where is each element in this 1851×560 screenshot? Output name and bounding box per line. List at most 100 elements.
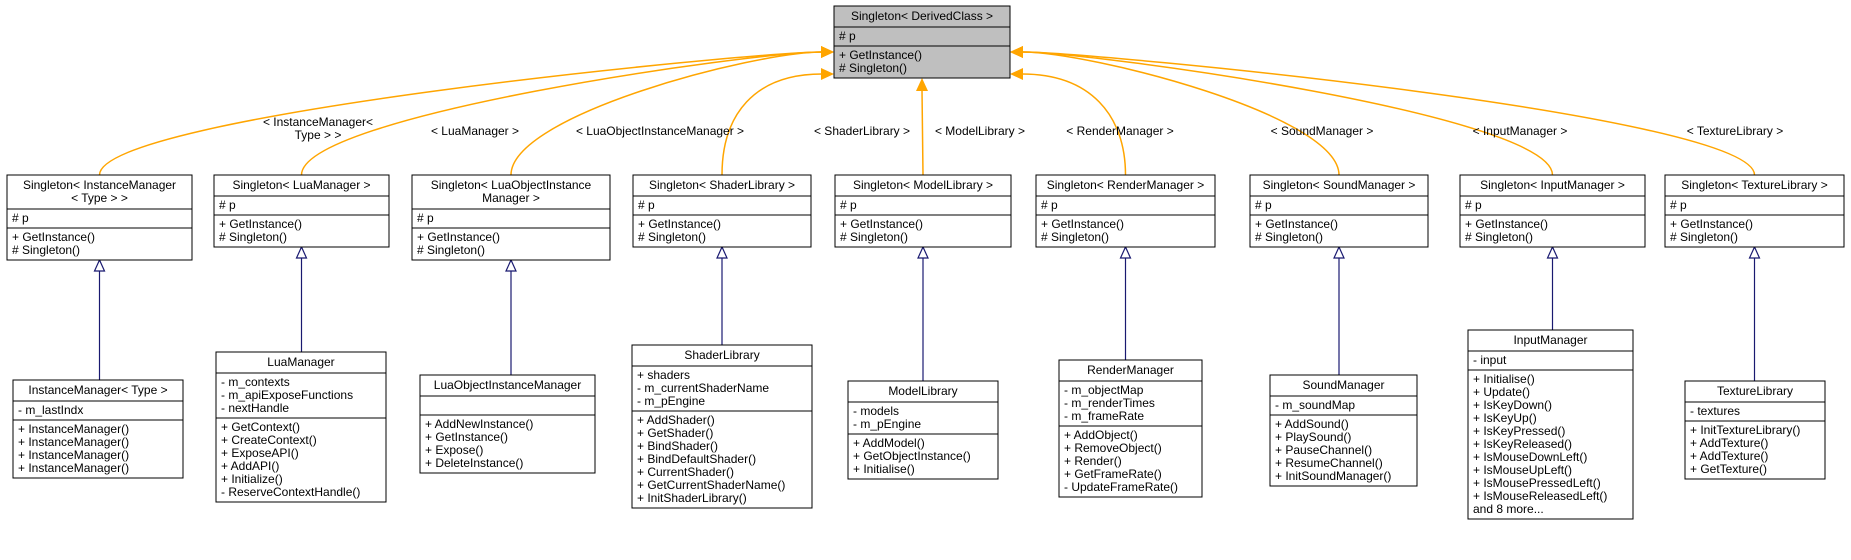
class-box-rendermanager[interactable]: RenderManager- m_objectMap- m_renderTime…	[1058, 359, 1203, 498]
class-title: LuaObjectInstanceManager	[434, 378, 581, 392]
class-box-texturelibrary[interactable]: TextureLibrary- textures+ InitTextureLib…	[1684, 380, 1826, 480]
realization-arrowhead	[1119, 245, 1132, 259]
inheritance-arrowhead	[821, 68, 834, 80]
class-box-frame	[833, 5, 1011, 79]
class-method: # Singleton()	[638, 230, 706, 244]
class-attribute: # p	[638, 198, 655, 212]
class-box-luaobjectinstancemanager[interactable]: LuaObjectInstanceManager+ AddNewInstance…	[419, 374, 596, 474]
class-attribute: - nextHandle	[221, 401, 289, 415]
class-method: + AddSound()	[1275, 417, 1349, 431]
class-method: + AddShader()	[637, 413, 715, 427]
class-box-soundmanager[interactable]: SoundManager- m_soundMap+ AddSound()+ Pl…	[1269, 374, 1418, 487]
class-method: # Singleton()	[12, 243, 80, 257]
class-method: + GetInstance()	[638, 217, 721, 231]
class-attribute: # p	[1670, 198, 1687, 212]
edge-label: Type > >	[295, 128, 342, 142]
class-title: Singleton< SoundManager >	[1263, 178, 1416, 192]
class-method: + IsKeyUp()	[1473, 411, 1537, 425]
class-box-instancemanager-type[interactable]: InstanceManager< Type >- m_lastIndx+ Ins…	[12, 379, 184, 479]
class-method: + GetFrameRate()	[1064, 467, 1162, 481]
class-method: # Singleton()	[1670, 230, 1738, 244]
class-box-modellibrary[interactable]: ModelLibrary- models- m_pEngine+ AddMode…	[847, 380, 999, 480]
class-box-frame	[213, 174, 390, 248]
edge-label: < TextureLibrary >	[1687, 124, 1784, 138]
class-attribute: - m_pEngine	[637, 394, 705, 408]
class-method: + InitSoundManager()	[1275, 469, 1391, 483]
class-method: + GetInstance()	[840, 217, 923, 231]
class-title: InputManager	[1513, 333, 1587, 347]
class-box-frame	[1035, 174, 1216, 248]
class-method: + AddTexture()	[1690, 436, 1768, 450]
edge-label: < InputManager >	[1473, 124, 1568, 138]
edge-layer: < InstanceManager<Type > >< LuaManager >…	[93, 46, 1784, 381]
class-box-singleton-derivedclass[interactable]: Singleton< DerivedClass ># p+ GetInstanc…	[833, 5, 1011, 79]
class-method: + AddObject()	[1064, 428, 1138, 442]
class-box-frame	[215, 351, 387, 503]
class-method: - UpdateFrameRate()	[1064, 480, 1178, 494]
inheritance-edge	[1021, 51, 1554, 176]
class-title: RenderManager	[1087, 363, 1174, 377]
class-box-singleton-inputmanager[interactable]: Singleton< InputManager ># p+ GetInstanc…	[1459, 174, 1646, 248]
class-attribute: - m_soundMap	[1275, 398, 1355, 412]
class-method: # Singleton()	[219, 230, 287, 244]
class-method: + Initialise()	[853, 462, 915, 476]
class-method: + AddAPI()	[221, 459, 279, 473]
inheritance-arrowhead	[821, 46, 834, 58]
class-attribute: + shaders	[637, 368, 690, 382]
class-box-frame	[1269, 374, 1418, 487]
class-box-frame	[1664, 174, 1845, 248]
inheritance-arrowhead	[1010, 46, 1023, 58]
class-method: + Initialize()	[221, 472, 283, 486]
class-box-singleton-shaderlibrary[interactable]: Singleton< ShaderLibrary ># p+ GetInstan…	[632, 174, 812, 248]
class-box-singleton-luamanager[interactable]: Singleton< LuaManager ># p+ GetInstance(…	[213, 174, 390, 248]
class-method: + CurrentShader()	[637, 465, 734, 479]
realization-arrowhead	[1333, 245, 1345, 259]
class-method: + GetTexture()	[1690, 462, 1767, 476]
class-box-frame	[6, 174, 193, 261]
class-method: # Singleton()	[840, 230, 908, 244]
class-attribute: - m_renderTimes	[1064, 396, 1155, 410]
class-box-inputmanager[interactable]: InputManager- input+ Initialise()+ Updat…	[1467, 329, 1634, 520]
class-attribute: - m_currentShaderName	[637, 381, 769, 395]
class-method: + Initialise()	[1473, 372, 1535, 386]
inheritance-edge	[300, 51, 823, 176]
inheritance-edge	[1021, 51, 1756, 176]
class-method: + Render()	[1064, 454, 1122, 468]
class-method: # Singleton()	[1041, 230, 1109, 244]
class-method: # Singleton()	[839, 61, 907, 75]
edge-label: < SoundManager >	[1271, 124, 1374, 138]
class-box-singleton-soundmanager[interactable]: Singleton< SoundManager ># p+ GetInstanc…	[1249, 174, 1429, 248]
class-attribute: - m_contexts	[221, 375, 290, 389]
class-box-frame	[632, 174, 812, 248]
class-title: LuaManager	[267, 355, 334, 369]
class-method: + PauseChannel()	[1275, 443, 1372, 457]
class-title: InstanceManager< Type >	[28, 383, 167, 397]
class-box-luamanager[interactable]: LuaManager- m_contexts- m_apiExposeFunct…	[215, 351, 387, 503]
class-title: Manager >	[482, 191, 540, 205]
class-box-shaderlibrary[interactable]: ShaderLibrary+ shaders- m_currentShaderN…	[631, 344, 813, 509]
edge-label: < ModelLibrary >	[935, 124, 1025, 138]
class-method: + GetInstance()	[1670, 217, 1753, 231]
class-method: + IsMouseUpLeft()	[1473, 463, 1572, 477]
class-title: Singleton< DerivedClass >	[851, 9, 993, 23]
edge-label: < InstanceManager<	[263, 115, 373, 129]
class-method: + GetCurrentShaderName()	[637, 478, 785, 492]
edge-label: < RenderManager >	[1066, 124, 1173, 138]
class-box-singleton-modellibrary[interactable]: Singleton< ModelLibrary ># p+ GetInstanc…	[834, 174, 1012, 248]
class-attribute: # p	[840, 198, 857, 212]
realization-arrowhead	[716, 245, 728, 259]
class-box-singleton-texturelibrary[interactable]: Singleton< TextureLibrary ># p+ GetInsta…	[1664, 174, 1845, 248]
class-box-singleton-luaobjectinstance-manager[interactable]: Singleton< LuaObjectInstanceManager ># p…	[411, 174, 611, 261]
class-attribute: - input	[1473, 353, 1507, 367]
class-method: + GetObjectInstance()	[853, 449, 971, 463]
class-attribute: - m_frameRate	[1064, 409, 1144, 423]
class-method: + BindShader()	[637, 439, 718, 453]
class-title: SoundManager	[1302, 378, 1384, 392]
class-box-frame	[411, 174, 611, 261]
class-method: + GetContext()	[221, 420, 300, 434]
class-box-singleton-instancemanager-type[interactable]: Singleton< InstanceManager< Type > ># p+…	[6, 174, 193, 261]
class-method: + GetInstance()	[1255, 217, 1338, 231]
class-box-frame	[1249, 174, 1429, 248]
class-box-frame	[1459, 174, 1646, 248]
class-box-singleton-rendermanager[interactable]: Singleton< RenderManager ># p+ GetInstan…	[1035, 174, 1216, 248]
